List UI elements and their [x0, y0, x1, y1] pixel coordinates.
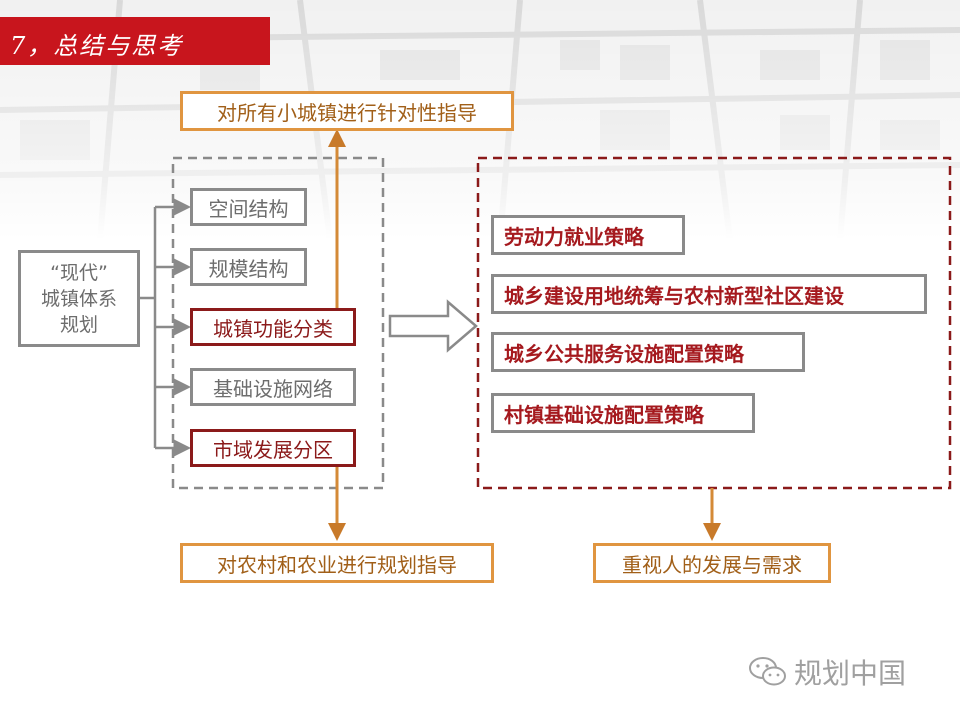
strategy-village-infrastructure: 村镇基础设施配置策略	[491, 393, 755, 433]
source-line-1: “现代”	[50, 261, 108, 284]
bottom-guidance-box: 对农村和农业进行规划指导	[180, 543, 494, 583]
category-infrastructure-network: 基础设施网络	[190, 368, 356, 406]
strategy-public-services: 城乡公共服务设施配置策略	[491, 332, 805, 372]
wechat-icon	[749, 657, 786, 686]
watermark: 规划中国	[748, 652, 906, 692]
source-line-3: 规划	[59, 313, 98, 336]
title-bar: 7，总结与思考	[0, 17, 270, 65]
source-line-2: 城镇体系	[40, 287, 117, 310]
strategy-group-frame	[476, 156, 952, 490]
top-guidance-box: 对所有小城镇进行针对性指导	[180, 91, 514, 131]
strategy-land-and-community: 城乡建设用地统筹与农村新型社区建设	[491, 274, 927, 314]
category-scale-structure: 规模结构	[190, 248, 307, 286]
modern-town-system-planning-box: “现代” 城镇体系 规划	[18, 250, 140, 347]
watermark-text: 规划中国	[794, 657, 907, 690]
category-city-development-zones: 市域发展分区	[190, 429, 356, 467]
result-box: 重视人的发展与需求	[593, 543, 831, 583]
strategy-labor-employment: 劳动力就业策略	[491, 215, 685, 255]
category-town-function: 城镇功能分类	[190, 308, 356, 346]
branch-trunk	[140, 207, 157, 448]
slide-title: 7，总结与思考	[10, 32, 184, 60]
category-group-frame	[171, 156, 385, 490]
category-spatial-structure: 空间结构	[190, 188, 307, 226]
hollow-right-arrow	[388, 299, 478, 353]
